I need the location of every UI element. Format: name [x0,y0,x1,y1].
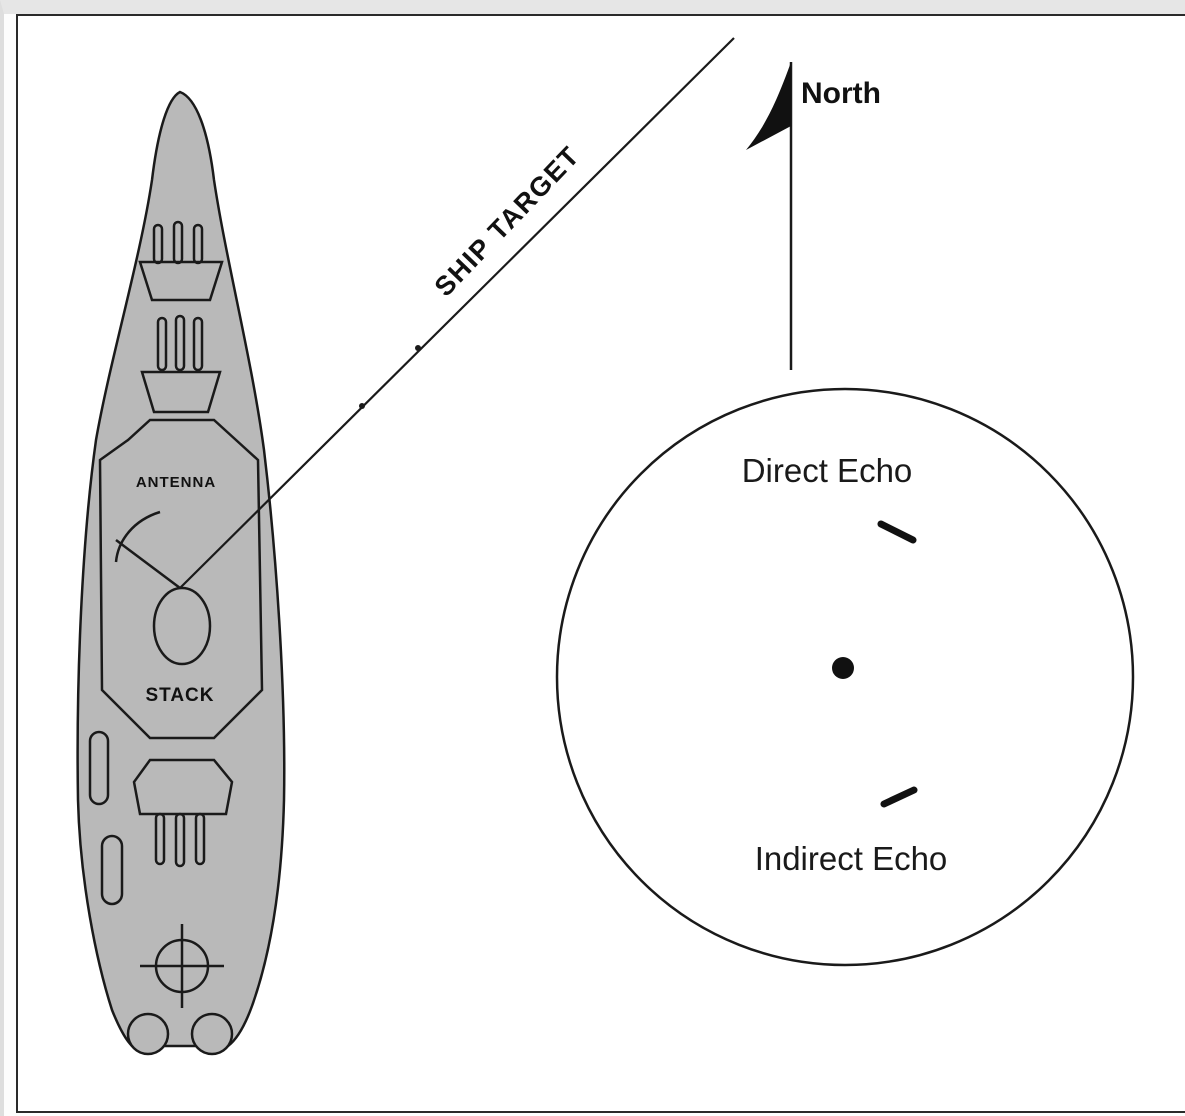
ship-target-label: SHIP TARGET [429,140,586,302]
direct-echo-blip [881,524,913,540]
stack-label: STACK [145,685,214,706]
direct-echo-label: Direct Echo [742,452,913,489]
indirect-echo-blip [884,790,914,804]
stern-bulge-left [128,1014,168,1054]
ship-target-line [180,38,734,588]
north-label: North [801,77,881,110]
stern-bulge-right [192,1014,232,1054]
antenna-label: ANTENNA [136,474,216,491]
own-ship-dot [832,657,854,679]
north-flag-icon [746,62,791,370]
indirect-echo-label: Indirect Echo [755,840,948,877]
ship [78,92,285,1054]
